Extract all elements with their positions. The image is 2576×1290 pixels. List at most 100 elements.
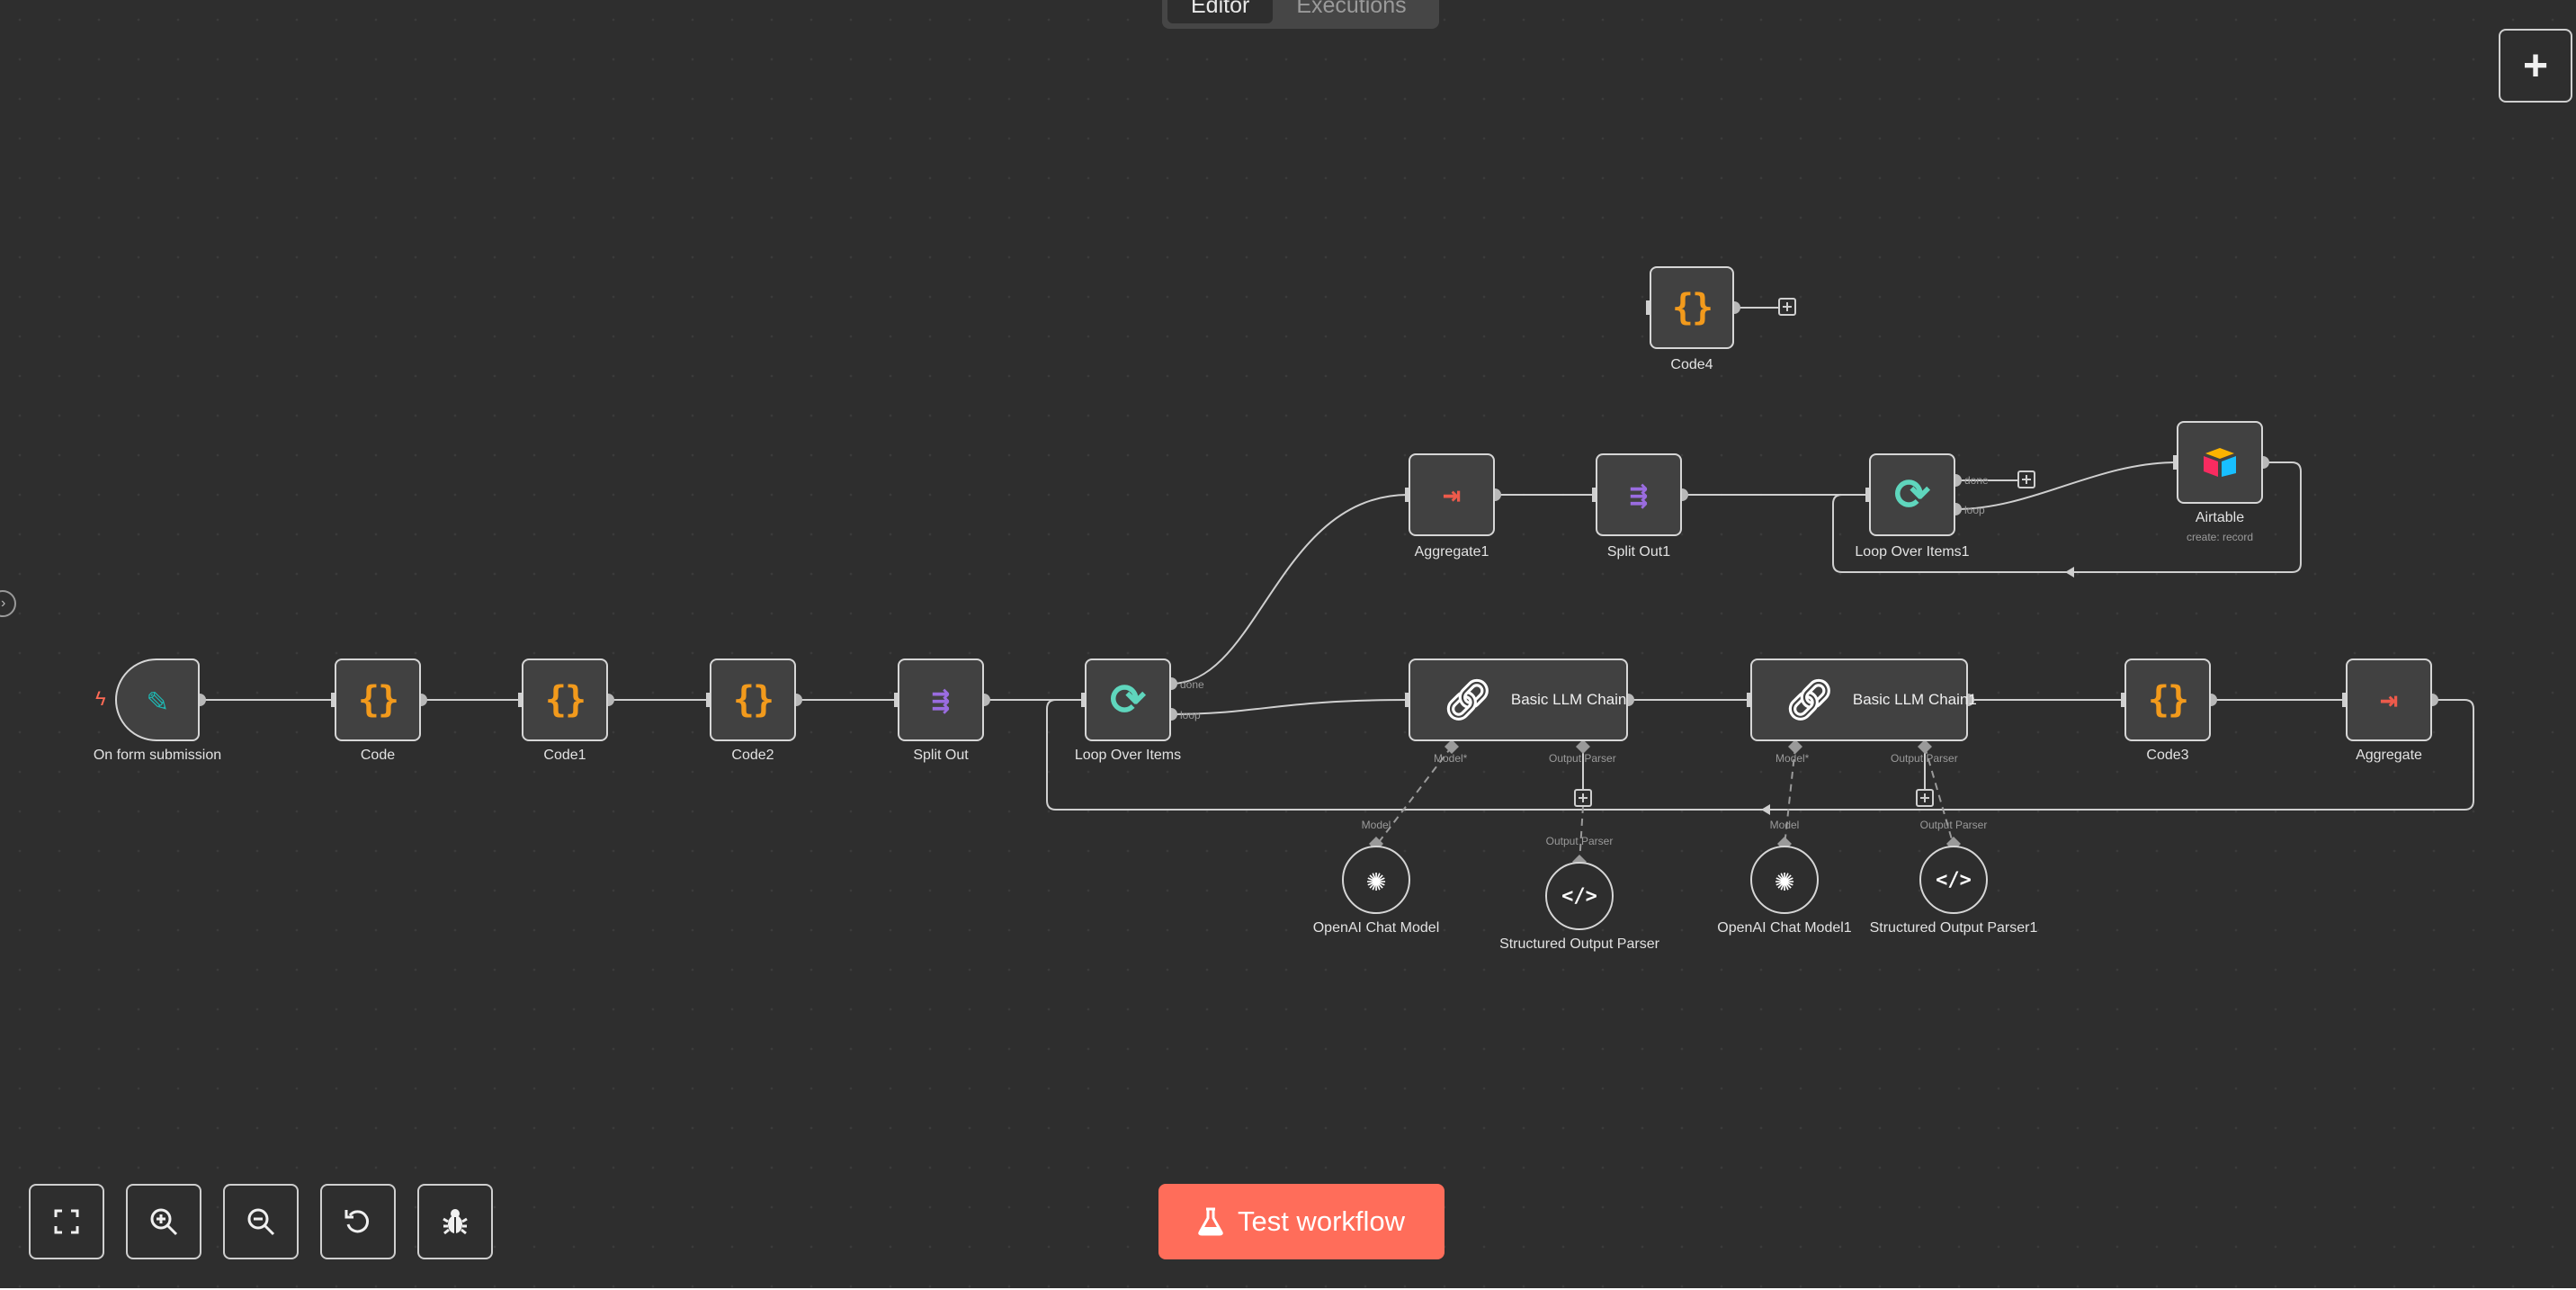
add-node-button[interactable]: + [2499,29,2572,103]
node-loop-over-items[interactable]: ⟳ [1085,658,1171,741]
arrow-back-loop1 [2065,567,2074,578]
split-out-icon: ⇶ [931,682,951,718]
bolt-icon: ϟ [95,687,106,710]
plus-stub [2017,470,2035,488]
fullscreen-icon [54,1209,79,1234]
airtable-icon [2204,448,2236,477]
node-label: OpenAI Chat Model1 [1717,920,1852,936]
node-code3[interactable]: {} [2124,658,2211,741]
edge-loop-done-aggregate1 [1170,494,1409,685]
node-label: Basic LLM Chain1 [1852,691,1977,708]
node-label: Structured Output Parser [1499,936,1659,952]
node-openai-chat-model[interactable]: ✺ [1342,846,1410,914]
node-split-out[interactable]: ⇶ [898,658,984,741]
node-basic-llm-chain[interactable]: 🔗︎ Basic LLM Chain [1409,658,1628,741]
edge-loop-llm [1170,699,1409,715]
node-structured-output-parser1[interactable]: </> [1919,846,1988,914]
node-label: Split Out1 [1606,544,1671,560]
bug-icon [443,1209,468,1235]
test-workflow-button[interactable]: Test workflow [1158,1184,1445,1259]
node-label: On form submission [93,748,222,763]
node-label: Code [360,748,396,763]
chevron-right-icon: › [1,596,6,611]
node-label: Airtable [2195,510,2245,525]
node-subtitle: create: record [2186,531,2254,543]
debug-button[interactable] [417,1184,493,1259]
node-label: Code1 [543,748,586,763]
plus-stub [1574,789,1592,807]
node-label: Basic LLM Chain [1510,691,1627,708]
node-label: Structured Output Parser1 [1869,920,2038,936]
undo-icon [344,1210,370,1233]
openai-icon: ✺ [1775,861,1794,899]
edge-parser1-llm1 [1924,746,1954,847]
node-code2[interactable]: {} [710,658,796,741]
curly-braces-icon: {} [2147,679,2189,721]
node-structured-output-parser[interactable]: </> [1545,862,1614,930]
tab-editor[interactable]: Editor [1167,0,1274,23]
port-loop: loop [1964,504,1985,516]
flask-icon [1198,1207,1223,1236]
node-label: Aggregate [2356,748,2422,763]
sub-port-model: Model [1769,819,1800,831]
port-done: done [1180,678,1204,691]
tab-executions[interactable]: Executions [1296,0,1407,18]
node-label: Code4 [1670,357,1713,372]
zoom-in-button[interactable] [126,1184,201,1259]
node-code[interactable]: {} [335,658,421,741]
node-label: Split Out [913,748,969,763]
plus-stub [1778,298,1796,316]
node-label: Aggregate1 [1414,544,1489,560]
edge-loop1-loop-airtable [1954,461,2178,510]
fit-view-button[interactable] [29,1184,104,1259]
sub-port-output-parser: Output Parser [1919,819,1988,831]
code-tag-icon: </> [1561,884,1597,908]
node-code1[interactable]: {} [522,658,608,741]
curly-braces-icon: {} [1671,287,1713,328]
aggregate-icon: ⇥ [2379,682,2399,718]
port-model: Model* [1434,752,1468,765]
form-icon: ✎ [147,680,168,720]
arrow-back-main [1761,804,1770,815]
link-chain-icon: 🔗︎ [1784,677,1835,723]
curly-braces-icon: {} [544,679,586,721]
aggregate-icon: ⇥ [1442,477,1462,513]
node-label: Loop Over Items1 [1855,544,1970,560]
zoom-out-button[interactable] [223,1184,299,1259]
sub-port-model: Model [1361,819,1391,831]
node-label: Code2 [731,748,774,763]
code-tag-icon: </> [1936,868,1972,891]
node-label: Code3 [2146,748,2189,763]
zoom-in-icon [150,1208,178,1236]
split-out-icon: ⇶ [1629,477,1649,513]
node-label: OpenAI Chat Model [1312,920,1440,936]
edge-aggregate-back [1046,699,2474,811]
loop-icon: ⟳ [1893,470,1931,520]
port-loop: loop [1180,709,1201,721]
curly-braces-icon: {} [357,679,399,721]
edge-openai-llm [1375,746,1453,847]
node-loop-over-items1[interactable]: ⟳ [1869,453,1955,536]
node-on-form-submission[interactable]: ✎ [115,658,200,741]
node-aggregate[interactable]: ⇥ [2346,658,2432,741]
test-workflow-label: Test workflow [1237,1205,1406,1237]
reset-zoom-button[interactable] [320,1184,396,1259]
node-code4[interactable]: {} [1650,266,1734,349]
port-done: done [1964,474,1989,487]
node-openai-chat-model1[interactable]: ✺ [1750,846,1819,914]
link-chain-icon: 🔗︎ [1443,677,1493,723]
port-output-parser: Output Parser [1891,752,1958,765]
node-basic-llm-chain1[interactable]: 🔗︎ Basic LLM Chain1 [1750,658,1977,741]
curly-braces-icon: {} [732,679,774,721]
node-aggregate1[interactable]: ⇥ [1409,453,1495,536]
sub-port-output-parser: Output Parser [1545,835,1614,847]
node-label: Loop Over Items [1074,748,1182,763]
node-airtable[interactable] [2177,421,2263,504]
zoom-out-icon [247,1208,275,1236]
edge-openai1-llm1 [1784,746,1796,847]
loop-icon: ⟳ [1109,675,1147,725]
node-split-out1[interactable]: ⇶ [1596,453,1682,536]
view-tabs: Editor Executions [1162,0,1439,29]
port-model: Model* [1775,752,1810,765]
